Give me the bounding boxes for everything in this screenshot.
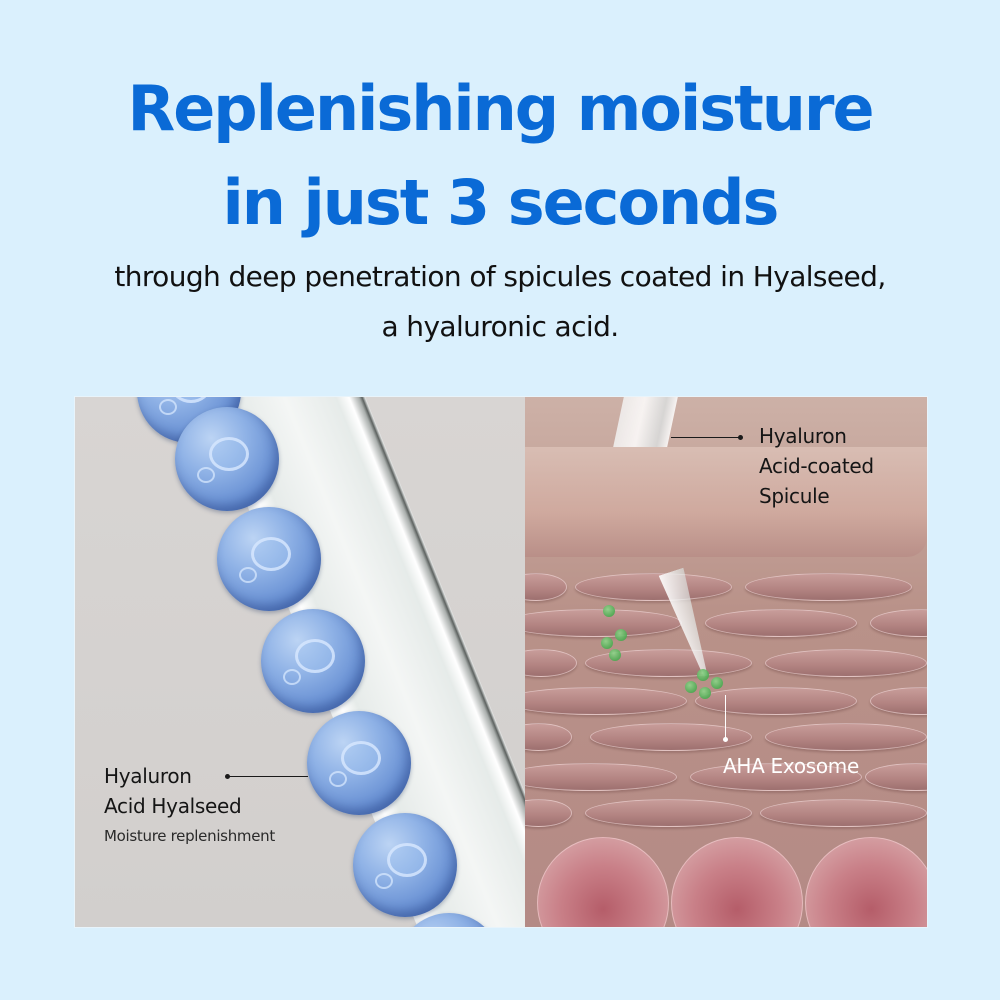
exosome-particle-icon <box>603 605 615 617</box>
headline: Replenishing moisture in just 3 seconds <box>0 62 1000 250</box>
skin-cell-icon <box>870 609 927 637</box>
spicule-label-line-2: Acid-coated <box>759 454 874 478</box>
round-cell-icon <box>805 837 927 927</box>
hyalseed-bead-icon <box>261 609 365 713</box>
hyalseed-label-title-2: Acid Hyalseed <box>104 794 242 818</box>
skin-cell-icon <box>590 723 752 751</box>
skin-penetration-panel: Hyaluron Acid-coated Spicule AHA Exosome <box>525 397 927 927</box>
skin-cell-icon <box>525 687 687 715</box>
skin-cell-icon <box>585 799 752 827</box>
round-cell-icon <box>537 837 669 927</box>
skin-cell-icon <box>765 649 927 677</box>
subheadline: through deep penetration of spicules coa… <box>0 252 1000 352</box>
skin-cell-icon <box>525 573 567 601</box>
skin-cell-icon <box>575 573 732 601</box>
hyalseed-bead-icon <box>175 407 279 511</box>
skin-cell-icon <box>525 763 677 791</box>
hyalseed-bead-icon <box>217 507 321 611</box>
spicule-label: Hyaluron Acid-coated Spicule <box>759 421 874 511</box>
spicule-label-line-1: Hyaluron <box>759 424 847 448</box>
skin-cell-icon <box>705 609 857 637</box>
exosome-particle-icon <box>697 669 709 681</box>
exosome-particle-icon <box>685 681 697 693</box>
subheadline-line-2: a hyaluronic acid. <box>381 310 619 343</box>
exosome-particle-icon <box>699 687 711 699</box>
skin-cell-icon <box>525 649 577 677</box>
hyalseed-panel: Hyaluron Acid Hyalseed Moisture replenis… <box>75 397 525 927</box>
skin-cell-icon <box>690 763 862 791</box>
round-cell-icon <box>671 837 803 927</box>
exosome-particle-icon <box>609 649 621 661</box>
hyalseed-label: Hyaluron Acid Hyalseed Moisture replenis… <box>104 761 275 847</box>
skin-cell-icon <box>525 799 572 827</box>
leader-line <box>228 776 308 777</box>
skin-cell-icon <box>765 723 927 751</box>
skin-cell-icon <box>870 687 927 715</box>
hyalseed-bead-icon <box>353 813 457 917</box>
leader-dot-icon <box>738 435 743 440</box>
exosome-particle-icon <box>711 677 723 689</box>
skin-cell-icon <box>760 799 927 827</box>
headline-line-2: in just 3 seconds <box>222 166 780 239</box>
exosome-particle-icon <box>615 629 627 641</box>
skin-cell-icon <box>865 763 927 791</box>
leader-line <box>671 437 739 438</box>
skin-cell-icon <box>695 687 857 715</box>
hyalseed-label-title-1: Hyaluron <box>104 764 192 788</box>
leader-line <box>725 695 726 739</box>
hyalseed-label-description: Moisture replenishment <box>104 827 275 845</box>
exosome-label-text: AHA Exosome <box>723 754 859 778</box>
exosome-label: AHA Exosome <box>723 751 859 781</box>
skin-cell-icon <box>525 723 572 751</box>
subheadline-line-1: through deep penetration of spicules coa… <box>114 260 886 293</box>
headline-line-1: Replenishing moisture <box>127 72 874 145</box>
leader-dot-icon <box>723 737 728 742</box>
skin-cell-icon <box>745 573 912 601</box>
leader-dot-icon <box>225 774 230 779</box>
exosome-particle-icon <box>601 637 613 649</box>
spicule-label-line-3: Spicule <box>759 484 830 508</box>
hyalseed-bead-icon <box>307 711 411 815</box>
illustration-figure: Hyaluron Acid Hyalseed Moisture replenis… <box>74 396 928 928</box>
skin-surface-layer <box>525 447 927 557</box>
